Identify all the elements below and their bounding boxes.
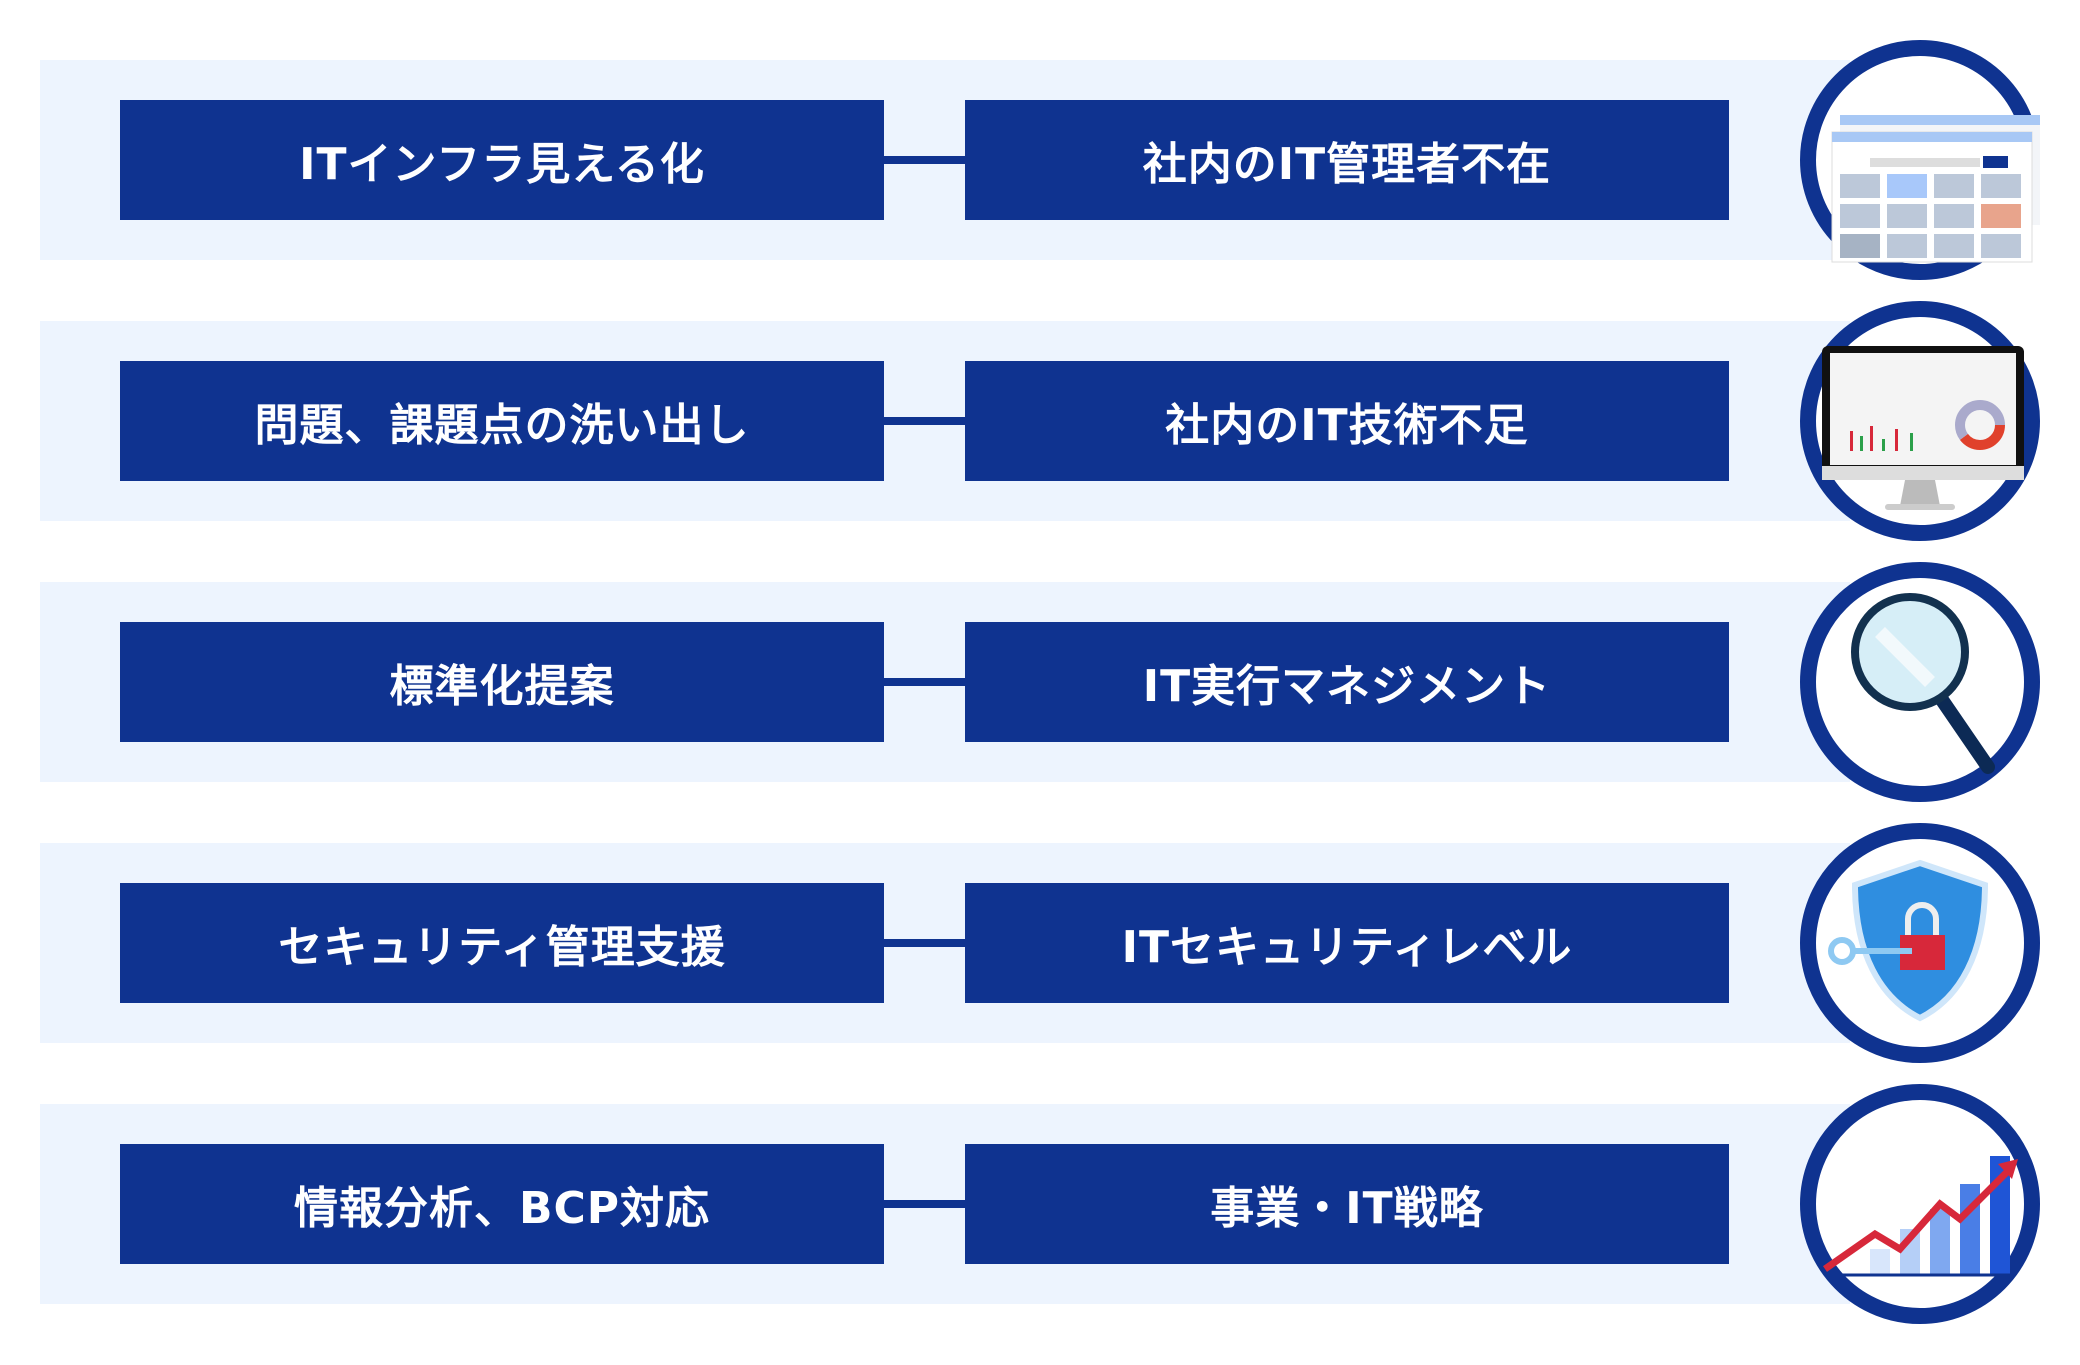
issue-box: ITセキュリティレベル xyxy=(965,883,1729,1003)
row-standardization: 標準化提案 IT実行マネジメント xyxy=(0,562,2080,843)
growth-chart-icon xyxy=(1800,1084,2040,1324)
row-security: セキュリティ管理支援 ITセキュリティレベル xyxy=(0,823,2080,1104)
solution-box: 情報分析、BCP対応 xyxy=(120,1144,884,1264)
issue-box: 事業・IT戦略 xyxy=(965,1144,1729,1264)
solution-box: 標準化提案 xyxy=(120,622,884,742)
row-infrastructure: ITインフラ見える化 社内のIT管理者不在 xyxy=(0,40,2080,321)
browser-window-icon xyxy=(1800,40,2040,280)
row-strategy: 情報分析、BCP対応 事業・IT戦略 xyxy=(0,1084,2080,1365)
magnifying-glass-icon xyxy=(1800,562,2040,802)
row-issues: 問題、課題点の洗い出し 社内のIT技術不足 xyxy=(0,301,2080,582)
solution-box: 問題、課題点の洗い出し xyxy=(120,361,884,481)
issue-box: 社内のIT技術不足 xyxy=(965,361,1729,481)
security-shield-icon xyxy=(1800,823,2040,1063)
connector-line xyxy=(884,1200,965,1208)
connector-line xyxy=(884,939,965,947)
connector-line xyxy=(884,156,965,164)
issue-box: IT実行マネジメント xyxy=(965,622,1729,742)
connector-line xyxy=(884,417,965,425)
solution-box: セキュリティ管理支援 xyxy=(120,883,884,1003)
monitor-dashboard-icon xyxy=(1800,301,2040,541)
connector-line xyxy=(884,678,965,686)
solution-box: ITインフラ見える化 xyxy=(120,100,884,220)
issue-box: 社内のIT管理者不在 xyxy=(965,100,1729,220)
